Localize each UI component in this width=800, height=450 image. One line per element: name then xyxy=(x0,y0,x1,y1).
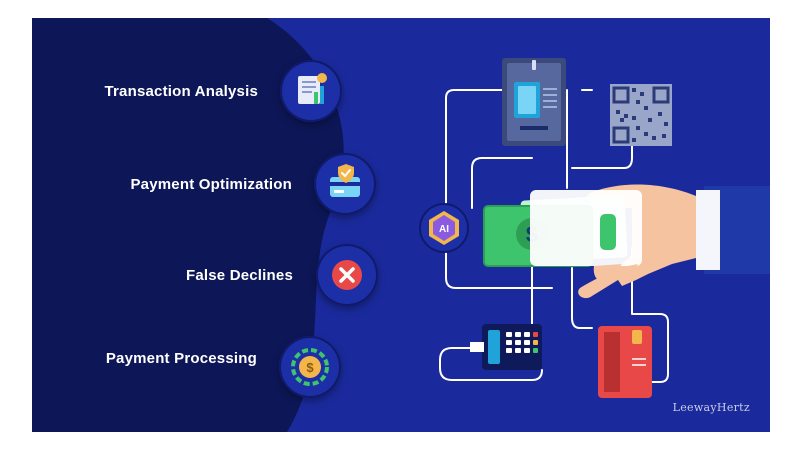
watermark-logo-text: LeewayHertz xyxy=(672,401,750,414)
card-terminal-graphic xyxy=(470,324,542,370)
atm-machine-graphic xyxy=(502,58,566,146)
dark-wave-shape xyxy=(32,18,344,432)
credit-card-graphic xyxy=(598,326,652,398)
connector-lines xyxy=(439,89,669,383)
item-label-false-declines: False Declines xyxy=(185,267,293,284)
ai-badge-text: AI xyxy=(439,224,449,235)
item-icon-circle-2 xyxy=(314,153,376,215)
item-label-payment-optimization: Payment Optimization xyxy=(130,176,292,193)
item-icon-circle-1 xyxy=(280,60,342,122)
hand-cash-graphic: $ xyxy=(483,184,770,299)
ai-badge-graphic: AI xyxy=(419,203,469,253)
payment-card-shield-icon xyxy=(330,164,360,197)
illustration-canvas: AI $ xyxy=(32,18,770,432)
item-icon-circle-3 xyxy=(316,244,378,306)
coin-processing-icon: $ xyxy=(291,348,329,386)
coin-currency-symbol: $ xyxy=(306,360,314,375)
analysis-chart-icon xyxy=(298,73,327,104)
qr-code-graphic xyxy=(610,84,672,146)
item-label-transaction-analysis: Transaction Analysis xyxy=(104,83,258,100)
infographic-panel: AI $ xyxy=(32,18,770,432)
item-icon-circle-4: $ xyxy=(279,336,341,398)
item-label-payment-processing: Payment Processing xyxy=(105,350,257,367)
decline-x-icon xyxy=(332,260,362,290)
